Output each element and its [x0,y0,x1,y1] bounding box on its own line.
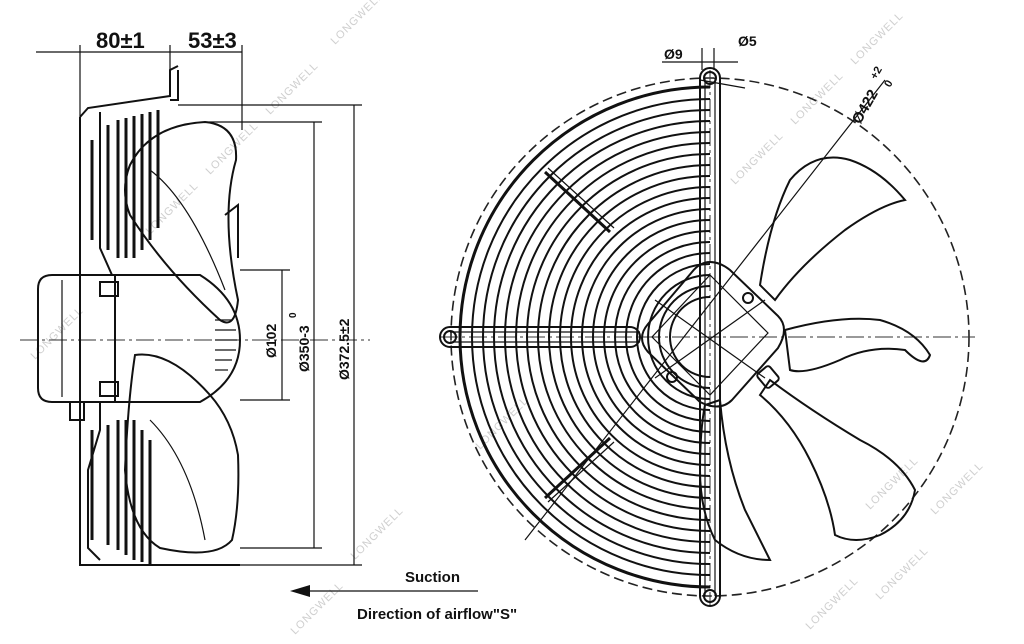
guard-ring [614,241,711,433]
guard-radial-bars [543,167,615,503]
blade-front-right [783,317,932,373]
motor-bolt-bottom [99,381,119,397]
guard-vertical-strap [699,67,721,607]
watermark: LONGWELL [289,580,346,637]
terminal-box [756,365,780,389]
guard-ring [493,120,711,554]
guard-outline [79,65,179,566]
airflow-direction-label: Direction of airflow"S" [357,606,517,623]
guard-ring [482,109,711,565]
motor-bolt-top [99,281,119,297]
blade-side-lower-edge [149,419,206,541]
blade-side-lower [123,353,240,554]
dim-overall-label: Ø372.5±2 [336,318,352,380]
guard-ring [471,98,711,576]
guard-ring [504,131,711,543]
guard-ring [581,208,711,466]
dim-outer-label: Ø422 [849,87,882,127]
guard-ring [658,285,711,389]
dim-slot-leader [699,79,746,89]
blade-side-upper-edge [149,169,226,291]
dim-guard-label: Ø350-3 [296,325,312,372]
watermark: LONGWELL [264,60,321,117]
dim-outer-tol-upper: +2 [868,65,885,82]
mount-hole-left [443,330,457,344]
guard-ring [636,263,711,411]
suction-label: Suction [405,569,460,586]
dim-hole-label: Ø9 [664,46,683,62]
motor-diag-2 [654,299,766,379]
cable-gland [69,401,85,421]
guard-ring [603,230,711,444]
guard-ring [625,252,711,422]
watermark: LONGWELL [204,120,261,177]
guard-ring [526,153,711,521]
dim-slot-label: Ø5 [738,33,757,49]
guard-ribs [90,110,160,564]
watermark: LONGWELL [849,10,906,67]
side-view: 80±1 53±3 Ø102 Ø350-3 0 Ø372.5±2 [20,28,370,566]
blade-front-lower-right [758,378,917,541]
dim-offset-label: 53±3 [188,28,237,53]
blade-side-upper [124,120,240,324]
mount-hole-top [703,71,717,85]
guard-rings [458,85,711,589]
airflow-arrow-head [290,585,310,597]
airflow-indicator: Suction Direction of airflow"S" [290,569,517,623]
dim-hub-label: Ø102 [263,324,279,358]
dim-outer-line [524,79,886,541]
watermark: LONGWELL [929,460,986,517]
motor-housing [37,274,116,403]
motor-bolt-2 [666,371,678,383]
dim-guard-tolerance: 0 [288,312,299,318]
guard-ring [669,296,711,378]
guard-ring [559,186,711,488]
motor-square [641,260,785,408]
blade-side-rear [224,202,239,258]
guard-ring [515,142,711,532]
guard-ring [570,197,711,477]
watermark: LONGWELL [874,545,931,602]
watermark: LONGWELL [349,505,406,562]
rotor-hub [112,274,242,403]
dim-outer-tol-lower: 0 [882,78,895,89]
watermark: LONGWELL [329,0,386,47]
guard-outer-ring [458,85,711,589]
guard-ring [592,219,711,455]
watermark: LONGWELL [729,130,786,187]
watermark: LONGWELL [789,70,846,127]
watermark: LONGWELL [144,180,201,237]
front-view: Ø9 Ø5 Ø422 +2 0 [439,33,975,607]
blade-front-lower [698,398,772,562]
dim-depth-label: 80±1 [96,28,145,53]
guard-horizontal-strap [439,326,641,348]
guard-ring [548,175,711,499]
mount-hole-bottom [703,589,717,603]
watermark: LONGWELL [804,575,861,632]
guard-bracket [170,70,179,101]
guard-ring [537,164,711,510]
motor-bolt-1 [742,292,754,304]
hub-fins [215,319,237,371]
blade-front-upper-right [758,156,907,302]
motor-square-inner [651,274,769,396]
